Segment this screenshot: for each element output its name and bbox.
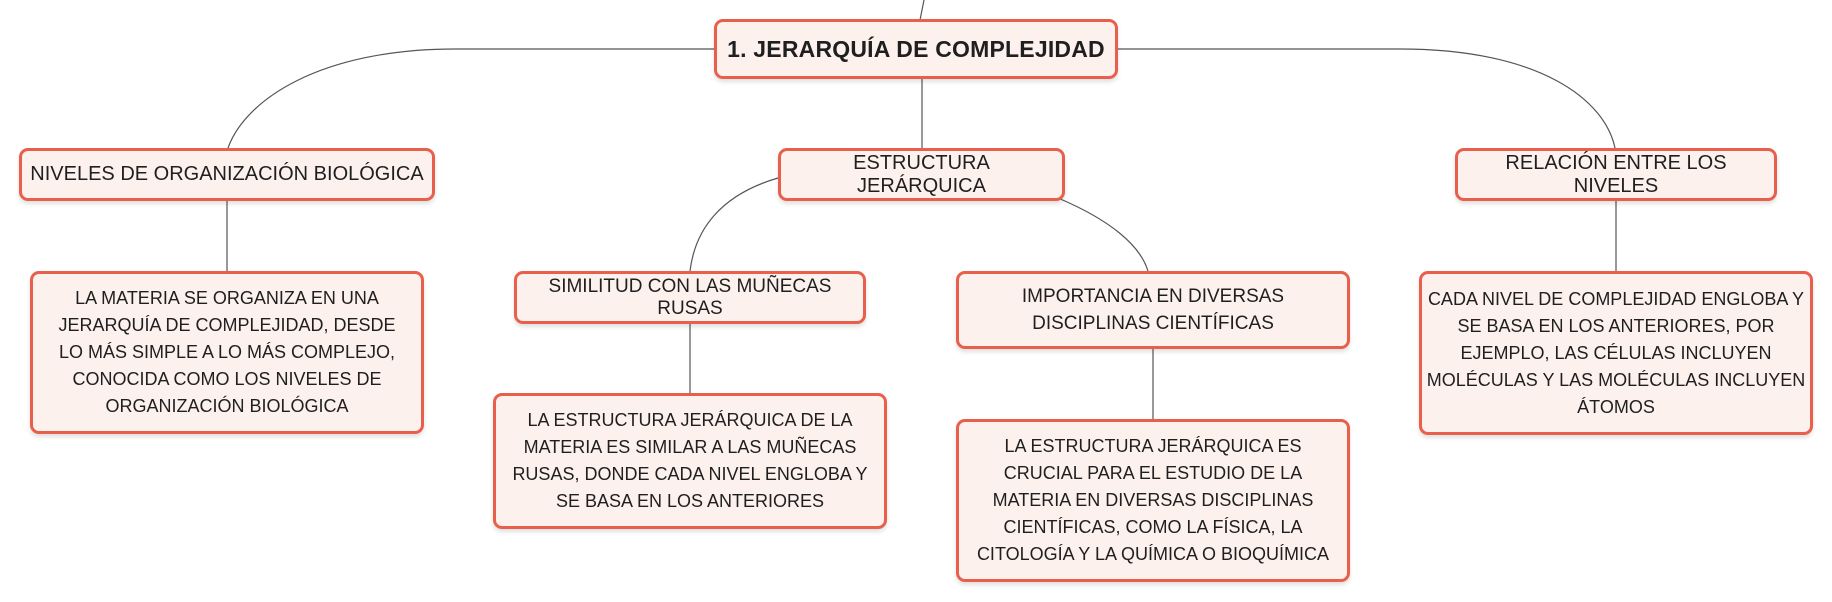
detail-node-importancia[interactable]: LA ESTRUCTURA JERÁRQUICA ES CRUCIAL PARA… xyxy=(956,419,1350,582)
topic-node-relacion[interactable]: RELACIÓN ENTRE LOS NIVELES xyxy=(1455,148,1777,201)
subtopic-node-label: SIMILITUD CON LAS MUÑECAS RUSAS xyxy=(548,275,832,319)
topic-node-estructura[interactable]: ESTRUCTURA JERÁRQUICA xyxy=(778,148,1065,201)
root-node[interactable]: 1. JERARQUÍA DE COMPLEJIDAD xyxy=(714,19,1118,79)
root-node-label: 1. JERARQUÍA DE COMPLEJIDAD xyxy=(727,35,1105,62)
subtopic-node-label: IMPORTANCIA EN DIVERSAS DISCIPLINAS CIEN… xyxy=(1021,286,1285,334)
connector-root-niveles xyxy=(227,48,714,149)
detail-node-similitud[interactable]: LA ESTRUCTURA JERÁRQUICA DE LA MATERIA E… xyxy=(493,393,887,529)
connector-root-relacion xyxy=(1118,48,1616,149)
detail-node-text: LA ESTRUCTURA JERÁRQUICA DE LA MATERIA E… xyxy=(512,410,868,511)
detail-node-text: LA ESTRUCTURA JERÁRQUICA ES CRUCIAL PARA… xyxy=(976,436,1330,564)
detail-node-niveles[interactable]: LA MATERIA SE ORGANIZA EN UNA JERARQUÍA … xyxy=(30,271,424,434)
subtopic-node-similitud[interactable]: SIMILITUD CON LAS MUÑECAS RUSAS xyxy=(514,271,866,324)
connector-estructura-similitud xyxy=(689,177,779,272)
subtopic-node-importancia[interactable]: IMPORTANCIA EN DIVERSAS DISCIPLINAS CIEN… xyxy=(956,271,1350,349)
topic-node-label: NIVELES DE ORGANIZACIÓN BIOLÓGICA xyxy=(30,163,424,185)
detail-node-text: LA MATERIA SE ORGANIZA EN UNA JERARQUÍA … xyxy=(58,288,396,416)
detail-node-text: CADA NIVEL DE COMPLEJIDAD ENGLOBA Y SE B… xyxy=(1426,288,1806,417)
detail-node-relacion[interactable]: CADA NIVEL DE COMPLEJIDAD ENGLOBA Y SE B… xyxy=(1419,271,1813,435)
connector-incoming-root xyxy=(919,0,925,21)
topic-node-label: ESTRUCTURA JERÁRQUICA xyxy=(853,151,990,197)
connector-estructura-importancia xyxy=(1057,197,1149,272)
topic-node-label: RELACIÓN ENTRE LOS NIVELES xyxy=(1505,151,1727,197)
topic-node-niveles[interactable]: NIVELES DE ORGANIZACIÓN BIOLÓGICA xyxy=(19,148,435,201)
